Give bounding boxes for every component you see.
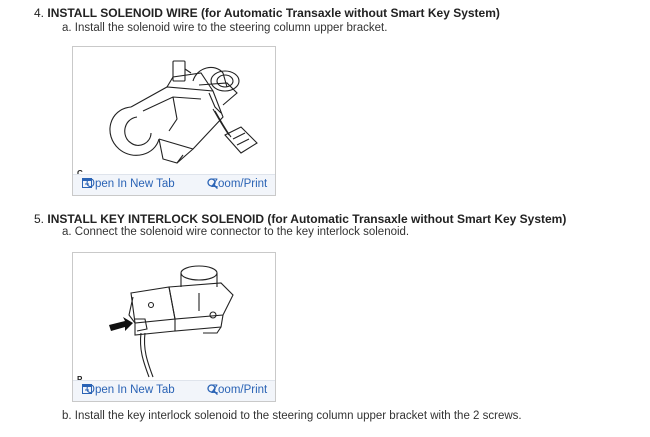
solenoid-wire-illustration	[109, 60, 258, 164]
step-4a: a. Install the solenoid wire to the stee…	[62, 22, 387, 34]
figure-key-interlock-solenoid: P Open In New Tab Zoom/Print	[72, 252, 276, 402]
step-title: INSTALL SOLENOID WIRE	[47, 6, 198, 20]
substep-text: Install the solenoid wire to the steerin…	[74, 22, 388, 34]
substep-letter: a.	[62, 22, 72, 34]
open-in-new-tab-link[interactable]: Open In New Tab	[82, 384, 175, 396]
step-title: INSTALL KEY INTERLOCK SOLENOID	[47, 212, 265, 226]
zoom-print-label: Zoom/Print	[211, 384, 268, 396]
substep-letter: a.	[62, 226, 72, 238]
step-5b: b. Install the key interlock solenoid to…	[62, 410, 522, 422]
substep-letter: b.	[62, 410, 72, 422]
step-5a: a. Connect the solenoid wire connector t…	[62, 226, 409, 238]
figure-action-bar: Open In New Tab Zoom/Print	[73, 174, 275, 195]
figure-solenoid-wire: C Open In New Tab Zoom/Print	[72, 46, 276, 196]
open-in-new-tab-label: Open In New Tab	[86, 384, 175, 396]
zoom-print-link[interactable]: Zoom/Print	[207, 178, 267, 190]
step-5-heading: 5. INSTALL KEY INTERLOCK SOLENOID (for A…	[34, 212, 566, 226]
substep-text: Install the key interlock solenoid to th…	[74, 410, 522, 422]
step-qualifier: (for Automatic Transaxle without Smart K…	[200, 6, 500, 20]
key-interlock-solenoid-illustration	[109, 265, 234, 378]
figure-id: C	[77, 169, 83, 178]
step-qualifier: (for Automatic Transaxle without Smart K…	[267, 212, 567, 226]
step-number: 4.	[34, 6, 45, 20]
zoom-print-link[interactable]: Zoom/Print	[207, 384, 267, 396]
substep-text: Connect the solenoid wire connector to t…	[74, 226, 410, 238]
figure-action-bar: Open In New Tab Zoom/Print	[73, 380, 275, 401]
step-4-heading: 4. INSTALL SOLENOID WIRE (for Automatic …	[34, 6, 500, 20]
open-in-new-tab-link[interactable]: Open In New Tab	[82, 178, 175, 190]
figure-id: P	[77, 375, 82, 384]
step-number: 5.	[34, 212, 45, 226]
zoom-print-label: Zoom/Print	[211, 178, 268, 190]
open-in-new-tab-label: Open In New Tab	[86, 178, 175, 190]
